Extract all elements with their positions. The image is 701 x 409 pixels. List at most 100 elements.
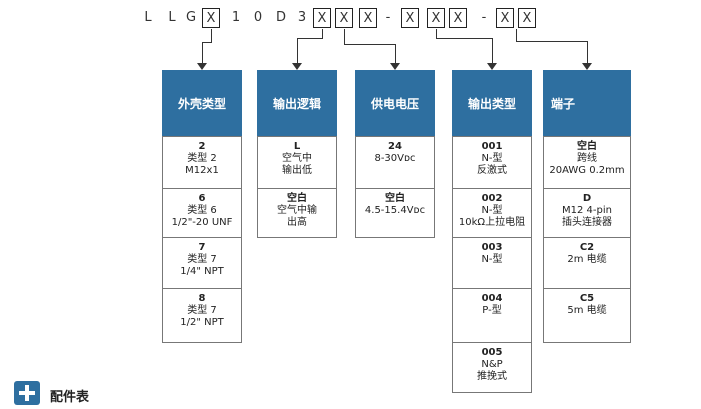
code-char: 0 <box>253 10 263 25</box>
option-code: 空白 <box>287 193 307 204</box>
column-header: 输出类型 <box>452 70 532 136</box>
option-desc: 输出低 <box>282 165 312 176</box>
option-desc: 类型 7 <box>187 254 217 265</box>
option-desc: M12 4-pin <box>562 205 612 216</box>
option-desc: 1/2" NPT <box>180 317 224 328</box>
option-desc: 出高 <box>287 217 307 228</box>
code-placeholder-box: X <box>313 8 331 28</box>
option-code: L <box>293 141 301 152</box>
code-char: L <box>144 10 152 25</box>
option-desc: 5m 电缆 <box>567 305 607 316</box>
code-char: 3 <box>297 10 307 25</box>
option-desc: M12x1 <box>185 165 219 176</box>
code-placeholder-box: X <box>496 8 514 28</box>
option-desc: 类型 2 <box>187 153 217 164</box>
option-code: 8 <box>198 293 206 304</box>
connector-line <box>436 38 493 39</box>
code-char: - <box>385 10 391 25</box>
option-code: 004 <box>481 293 503 304</box>
code-char: L <box>168 10 176 25</box>
option-desc: 类型 6 <box>187 205 217 216</box>
column-header: 外壳类型 <box>162 70 242 136</box>
connector-line <box>202 42 203 63</box>
column-header: 供电电压 <box>355 70 435 136</box>
option-desc: 20AWG 0.2mm <box>549 165 625 176</box>
code-placeholder-box: X <box>335 8 353 28</box>
option-desc: 反激式 <box>477 165 507 176</box>
option-desc: 推挽式 <box>477 371 507 382</box>
accessory-link[interactable]: 配件表 <box>50 390 90 405</box>
connector-line <box>587 41 588 63</box>
connector-line <box>344 44 396 45</box>
connector-line <box>211 29 212 42</box>
option-desc: 8-30Vᴅᴄ <box>374 153 416 164</box>
option-desc: 1/4" NPT <box>180 266 224 277</box>
option-code: 003 <box>481 242 503 253</box>
code-placeholder-box: X <box>359 8 377 28</box>
connector-line <box>492 38 493 63</box>
option-code: 002 <box>481 193 503 204</box>
option-desc: P-型 <box>482 305 502 316</box>
plus-icon[interactable] <box>14 381 40 405</box>
arrow-down-icon <box>197 63 207 70</box>
column-header: 输出逻辑 <box>257 70 337 136</box>
option-desc: 类型 7 <box>187 305 217 316</box>
option-code: 2 <box>198 141 206 152</box>
code-placeholder-box: X <box>401 8 419 28</box>
option-code: 空白 <box>577 141 597 152</box>
option-desc: 空气中输 <box>277 205 317 216</box>
code-char: G <box>185 10 197 25</box>
connector-line <box>395 44 396 63</box>
option-desc: 4.5-15.4Vᴅᴄ <box>364 205 426 216</box>
connector-line <box>516 41 588 42</box>
code-placeholder-box: X <box>449 8 467 28</box>
connector-line <box>344 29 345 44</box>
code-char: - <box>481 10 487 25</box>
option-code: 6 <box>198 193 206 204</box>
arrow-down-icon <box>487 63 497 70</box>
code-placeholder-box: X <box>518 8 536 28</box>
option-desc: 跨线 <box>577 153 597 164</box>
option-desc: N-型 <box>481 254 503 265</box>
option-code: 空白 <box>385 193 405 204</box>
connector-line <box>436 29 437 38</box>
connector-line <box>202 42 212 43</box>
connector-line <box>297 38 298 63</box>
arrow-down-icon <box>390 63 400 70</box>
option-desc: 1/2"-20 UNF <box>171 217 233 228</box>
option-code: C5 <box>579 293 595 304</box>
option-desc: 空气中 <box>282 153 312 164</box>
option-desc: 10kΩ上拉电阻 <box>458 217 526 228</box>
option-code: D <box>582 193 592 204</box>
connector-line <box>297 38 323 39</box>
option-code: 005 <box>481 347 503 358</box>
connector-line <box>322 29 323 38</box>
code-placeholder-box: X <box>202 8 220 28</box>
arrow-down-icon <box>292 63 302 70</box>
option-cell: 空白空气中输出高 <box>257 188 337 238</box>
option-desc: N&P <box>481 359 503 370</box>
code-char: D <box>275 10 286 25</box>
code-char: 1 <box>231 10 241 25</box>
option-code: 7 <box>198 242 206 253</box>
option-code: 24 <box>388 141 402 152</box>
option-desc: N-型 <box>481 205 503 216</box>
arrow-down-icon <box>582 63 592 70</box>
option-code: 001 <box>481 141 503 152</box>
connector-line <box>516 29 517 41</box>
code-placeholder-box: X <box>427 8 445 28</box>
